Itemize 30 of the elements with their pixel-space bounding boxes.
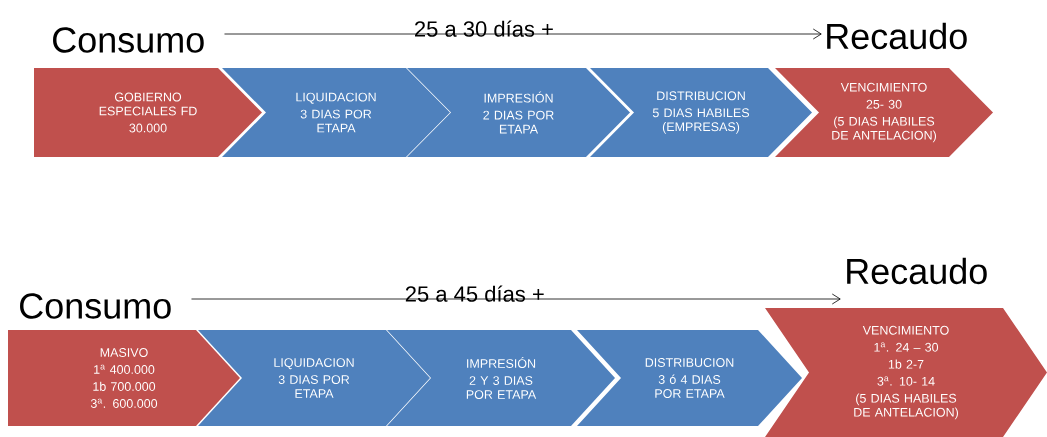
node-label: 5 DIAS HABILES (EMPRESAS) [652,108,750,134]
heading: Consumo [53,27,204,53]
heading: Recaudo [847,257,987,285]
process-step: MASIVO 1$^{a}$ 400.000 1b 700.000 3$^{a}$. 600.000 [8,330,240,426]
arrow [224,28,822,40]
process-step: VENCIMIENTO 25- 30 (5 DIAS HABILES DE ANTELACION) [775,68,993,157]
heading: Consumo [20,293,171,319]
node-label: 2 DIAS POR ETAPA [483,110,554,134]
node-label: 3 DIAS POR ETAPA [278,375,350,398]
node-label: DISTRIBUCION [657,91,745,101]
process-step: GOBIERNO ESPECIALES FD 30.000 [34,68,262,157]
process-step: DISTRIBUCION 3 ó 4 DIAS POR ETAPA [577,330,802,426]
node-label: IMPRESIÓN [467,357,536,368]
process-step: LIQUIDACION 3 DIAS POR ETAPA [222,68,450,157]
process-step: IMPRESIÓN 2 DIAS POR ETAPA [407,68,630,157]
node-label: LIQUIDACION [274,358,354,370]
node-label: 3 DIAS POR ETAPA [300,109,372,133]
edge-label: 25 a 30 días + [415,20,553,37]
node-label: 2 Y 3 DIAS POR ETAPA [466,376,537,399]
node-label: 3 ó 4 DIAS POR ETAPA [655,374,725,398]
node-label: DISTRIBUCION [645,358,734,367]
process-step: DISTRIBUCION 5 DIAS HABILES (EMPRESAS) [590,68,812,157]
heading: Recaudo [827,22,967,50]
process-step: IMPRESIÓN 2 Y 3 DIAS POR ETAPA [387,330,615,426]
edge-label: 25 a 45 días + [405,285,544,302]
node-label: IMPRESIÓN [484,91,553,103]
process-step: LIQUIDACION 3 DIAS POR ETAPA [198,330,430,426]
arrow [191,293,841,305]
process-step: VENCIMIENTO 1$^{a}$. 24 – 30 1b 2-7 3$^{a}$. 10- 14 (5 DIAS HABILES DE ANTELACION) [765,308,1047,437]
node-label: LIQUIDACION [296,92,376,104]
